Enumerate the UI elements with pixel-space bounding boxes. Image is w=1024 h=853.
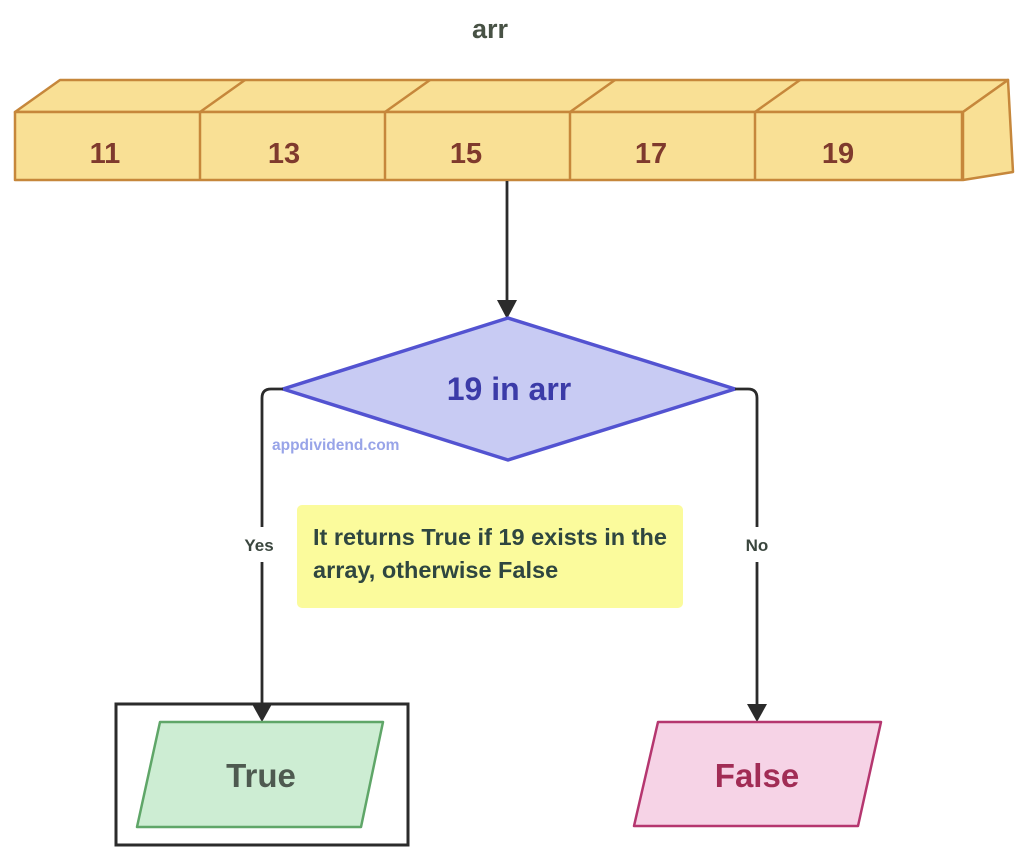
note-text-segment: True (421, 524, 471, 550)
decision-diamond (281, 316, 737, 462)
false-parallelogram (632, 720, 883, 828)
watermark: appdividend.com (272, 437, 399, 454)
arrowhead-down-icon (252, 704, 272, 722)
arrowhead-down-icon (747, 704, 767, 722)
arrowhead-down-icon (497, 300, 517, 319)
note-box (297, 505, 683, 608)
true-result-label: True (226, 757, 296, 794)
array-box: 11 13 15 17 19 (13, 78, 1015, 182)
note-text-segment: array, otherwise (313, 557, 498, 583)
array-front-face (13, 110, 964, 182)
true-parallelogram (135, 720, 385, 829)
array-title: arr (472, 14, 509, 44)
array-cell-value: 19 (822, 138, 854, 170)
false-result-label: False (715, 757, 799, 794)
note-text-segment: False (498, 557, 558, 583)
array-cell-value: 15 (450, 138, 482, 170)
note-line-1: It returns True if 19 exists in the (313, 524, 667, 550)
no-branch-label: No (746, 536, 769, 555)
array-cell-value: 11 (90, 138, 121, 170)
array-cell-value: 17 (635, 138, 667, 170)
array-cell-dividers (198, 78, 801, 180)
note-text-segment: if 19 exists in the (471, 524, 667, 550)
note-text-segment: It returns (313, 524, 421, 550)
decision-label: 19 in arr (447, 371, 572, 407)
note-line-2: array, otherwise False (313, 557, 558, 583)
yes-branch-label: Yes (244, 536, 273, 555)
array-cell-value: 13 (268, 138, 300, 170)
array-top-face (13, 78, 1010, 114)
yes-branch-line (260, 387, 283, 706)
no-branch-line (735, 387, 759, 706)
true-result-frame (114, 702, 410, 847)
